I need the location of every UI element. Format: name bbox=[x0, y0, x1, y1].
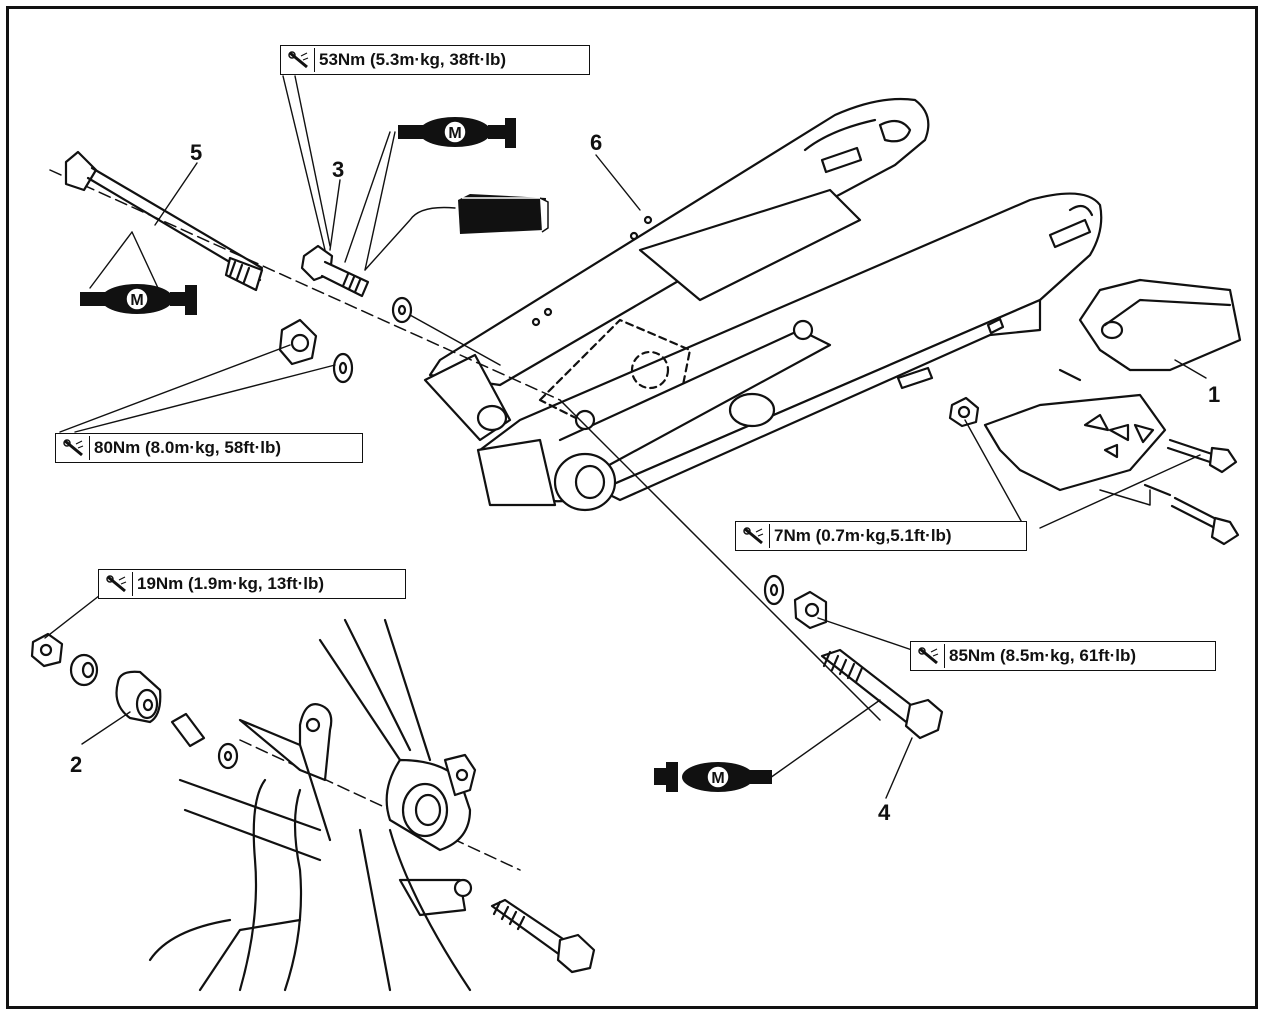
part-number-6: 6 bbox=[590, 130, 603, 155]
molybdenum-grease-icon: M bbox=[80, 284, 197, 315]
part-number-5: 5 bbox=[190, 140, 203, 165]
pivot-shaft bbox=[64, 150, 264, 292]
grease-m-label: M bbox=[711, 770, 724, 787]
leader-lines bbox=[44, 75, 1207, 799]
torque-wrench-icon bbox=[284, 48, 315, 72]
chain-guard-plate bbox=[983, 368, 1172, 497]
torque-value: 7Nm (0.7m·kg,5.1ft·lb) bbox=[774, 526, 952, 545]
molybdenum-grease-icon: M bbox=[398, 117, 516, 148]
grease-m-label: M bbox=[130, 292, 143, 309]
part-number-3: 3 bbox=[332, 157, 345, 182]
torque-value: 80Nm (8.0m·kg, 58ft·lb) bbox=[94, 438, 282, 457]
part-number-1: 1 bbox=[1208, 382, 1221, 407]
torque-spec-80nm: 80Nm (8.0m·kg, 58ft·lb) bbox=[55, 433, 363, 463]
torque-spec-19nm: 19Nm (1.9m·kg, 13ft·lb) bbox=[98, 569, 406, 599]
torque-value: 53Nm (5.3m·kg, 38ft·lb) bbox=[319, 50, 507, 69]
torque-spec-7nm: 7Nm (0.7m·kg,5.1ft·lb) bbox=[735, 521, 1027, 551]
torque-wrench-icon bbox=[739, 524, 770, 548]
locking-agent-icon bbox=[458, 194, 549, 234]
torque-wrench-icon bbox=[102, 572, 133, 596]
torque-spec-53nm: 53Nm (5.3m·kg, 38ft·lb) bbox=[280, 45, 590, 75]
bolt-3 bbox=[300, 244, 501, 366]
diagram-frame bbox=[6, 6, 1258, 1009]
part-number-4: 4 bbox=[878, 800, 891, 825]
torque-value: 19Nm (1.9m·kg, 13ft·lb) bbox=[137, 574, 325, 593]
chain-guide bbox=[1078, 278, 1242, 372]
pivot-nut-right bbox=[793, 590, 828, 630]
engine-mount-bolt bbox=[490, 898, 596, 974]
torque-wrench-icon bbox=[59, 436, 90, 460]
bolt-4 bbox=[820, 648, 944, 740]
chain-guard-bolts bbox=[1099, 438, 1240, 546]
molybdenum-grease-icon: M bbox=[654, 762, 772, 792]
grease-m-label: M bbox=[448, 125, 461, 142]
swingarm bbox=[423, 97, 1103, 512]
pivot-nut-left bbox=[278, 318, 318, 366]
torque-spec-85nm: 85Nm (8.5m·kg, 61ft·lb) bbox=[910, 641, 1216, 671]
torque-wrench-icon bbox=[914, 644, 945, 668]
part-number-2: 2 bbox=[70, 752, 83, 777]
torque-value: 85Nm (8.5m·kg, 61ft·lb) bbox=[949, 646, 1137, 665]
bushing-2 bbox=[115, 670, 162, 724]
motorcycle-frame bbox=[148, 618, 477, 992]
